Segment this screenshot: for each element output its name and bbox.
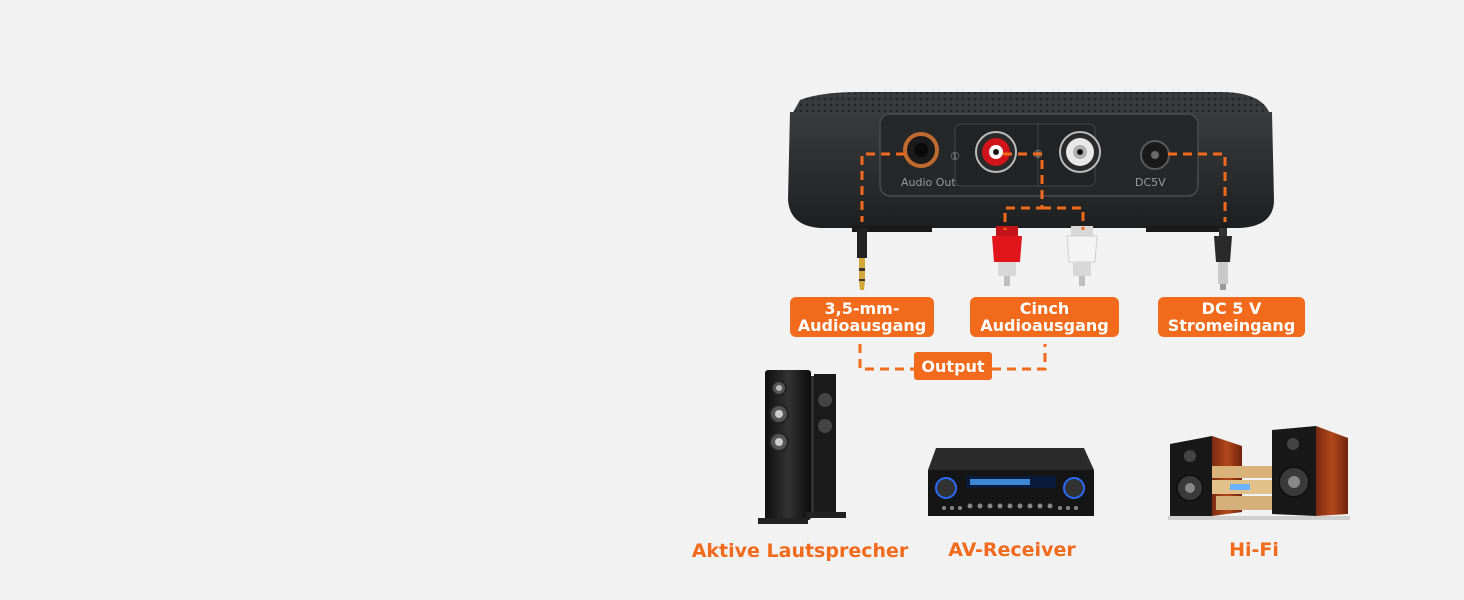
caption-hifi: Hi-Fi xyxy=(1229,539,1279,561)
dc-jack xyxy=(1140,140,1170,170)
av-receiver-illustration xyxy=(928,448,1094,516)
device-foot-left xyxy=(852,226,932,232)
tag-aux-output: 3,5-mm- Audioausgang xyxy=(790,297,934,337)
rca-white-jack xyxy=(1059,131,1101,173)
rca-red-jack xyxy=(975,131,1017,173)
aux-plug xyxy=(857,228,867,290)
tag-dc-input: DC 5 V Stromeingang xyxy=(1158,297,1305,337)
output-right xyxy=(992,344,1047,371)
port-label-dc: DC5V xyxy=(1135,176,1166,189)
output-left xyxy=(858,344,914,371)
caption-speakers: Aktive Lautsprecher xyxy=(691,540,909,562)
tag-dc-line2: Stromeingang xyxy=(1167,316,1296,335)
tag-aux-line1: 3,5-mm- xyxy=(824,299,900,318)
tag-cinch-output: Cinch Audioausgang xyxy=(970,297,1119,337)
dc-plug xyxy=(1214,228,1232,290)
output-label: Output xyxy=(914,352,992,380)
port-label-audio-out: Audio Out xyxy=(901,176,956,189)
tag-cinch-line2: Audioausgang xyxy=(980,316,1109,335)
speakers-illustration xyxy=(758,370,846,524)
device-foot-right xyxy=(1146,226,1226,232)
hifi-illustration xyxy=(1168,426,1350,520)
tag-dc-line1: DC 5 V xyxy=(1201,299,1262,318)
receiver-device: Audio Out DC5V ① ② xyxy=(788,92,1274,232)
device-top-mesh xyxy=(790,92,1272,118)
rca-white-plug xyxy=(1066,226,1098,286)
audio-out-jack xyxy=(903,132,939,168)
tag-cinch-line1: Cinch xyxy=(1019,299,1070,318)
tag-aux-line2: Audioausgang xyxy=(797,316,927,335)
port-number-1: ① xyxy=(950,150,960,163)
caption-receiver: AV-Receiver xyxy=(948,539,1076,561)
connection-lines xyxy=(858,152,1227,371)
rca-red-plug xyxy=(992,226,1022,286)
line-dc xyxy=(1168,152,1227,222)
